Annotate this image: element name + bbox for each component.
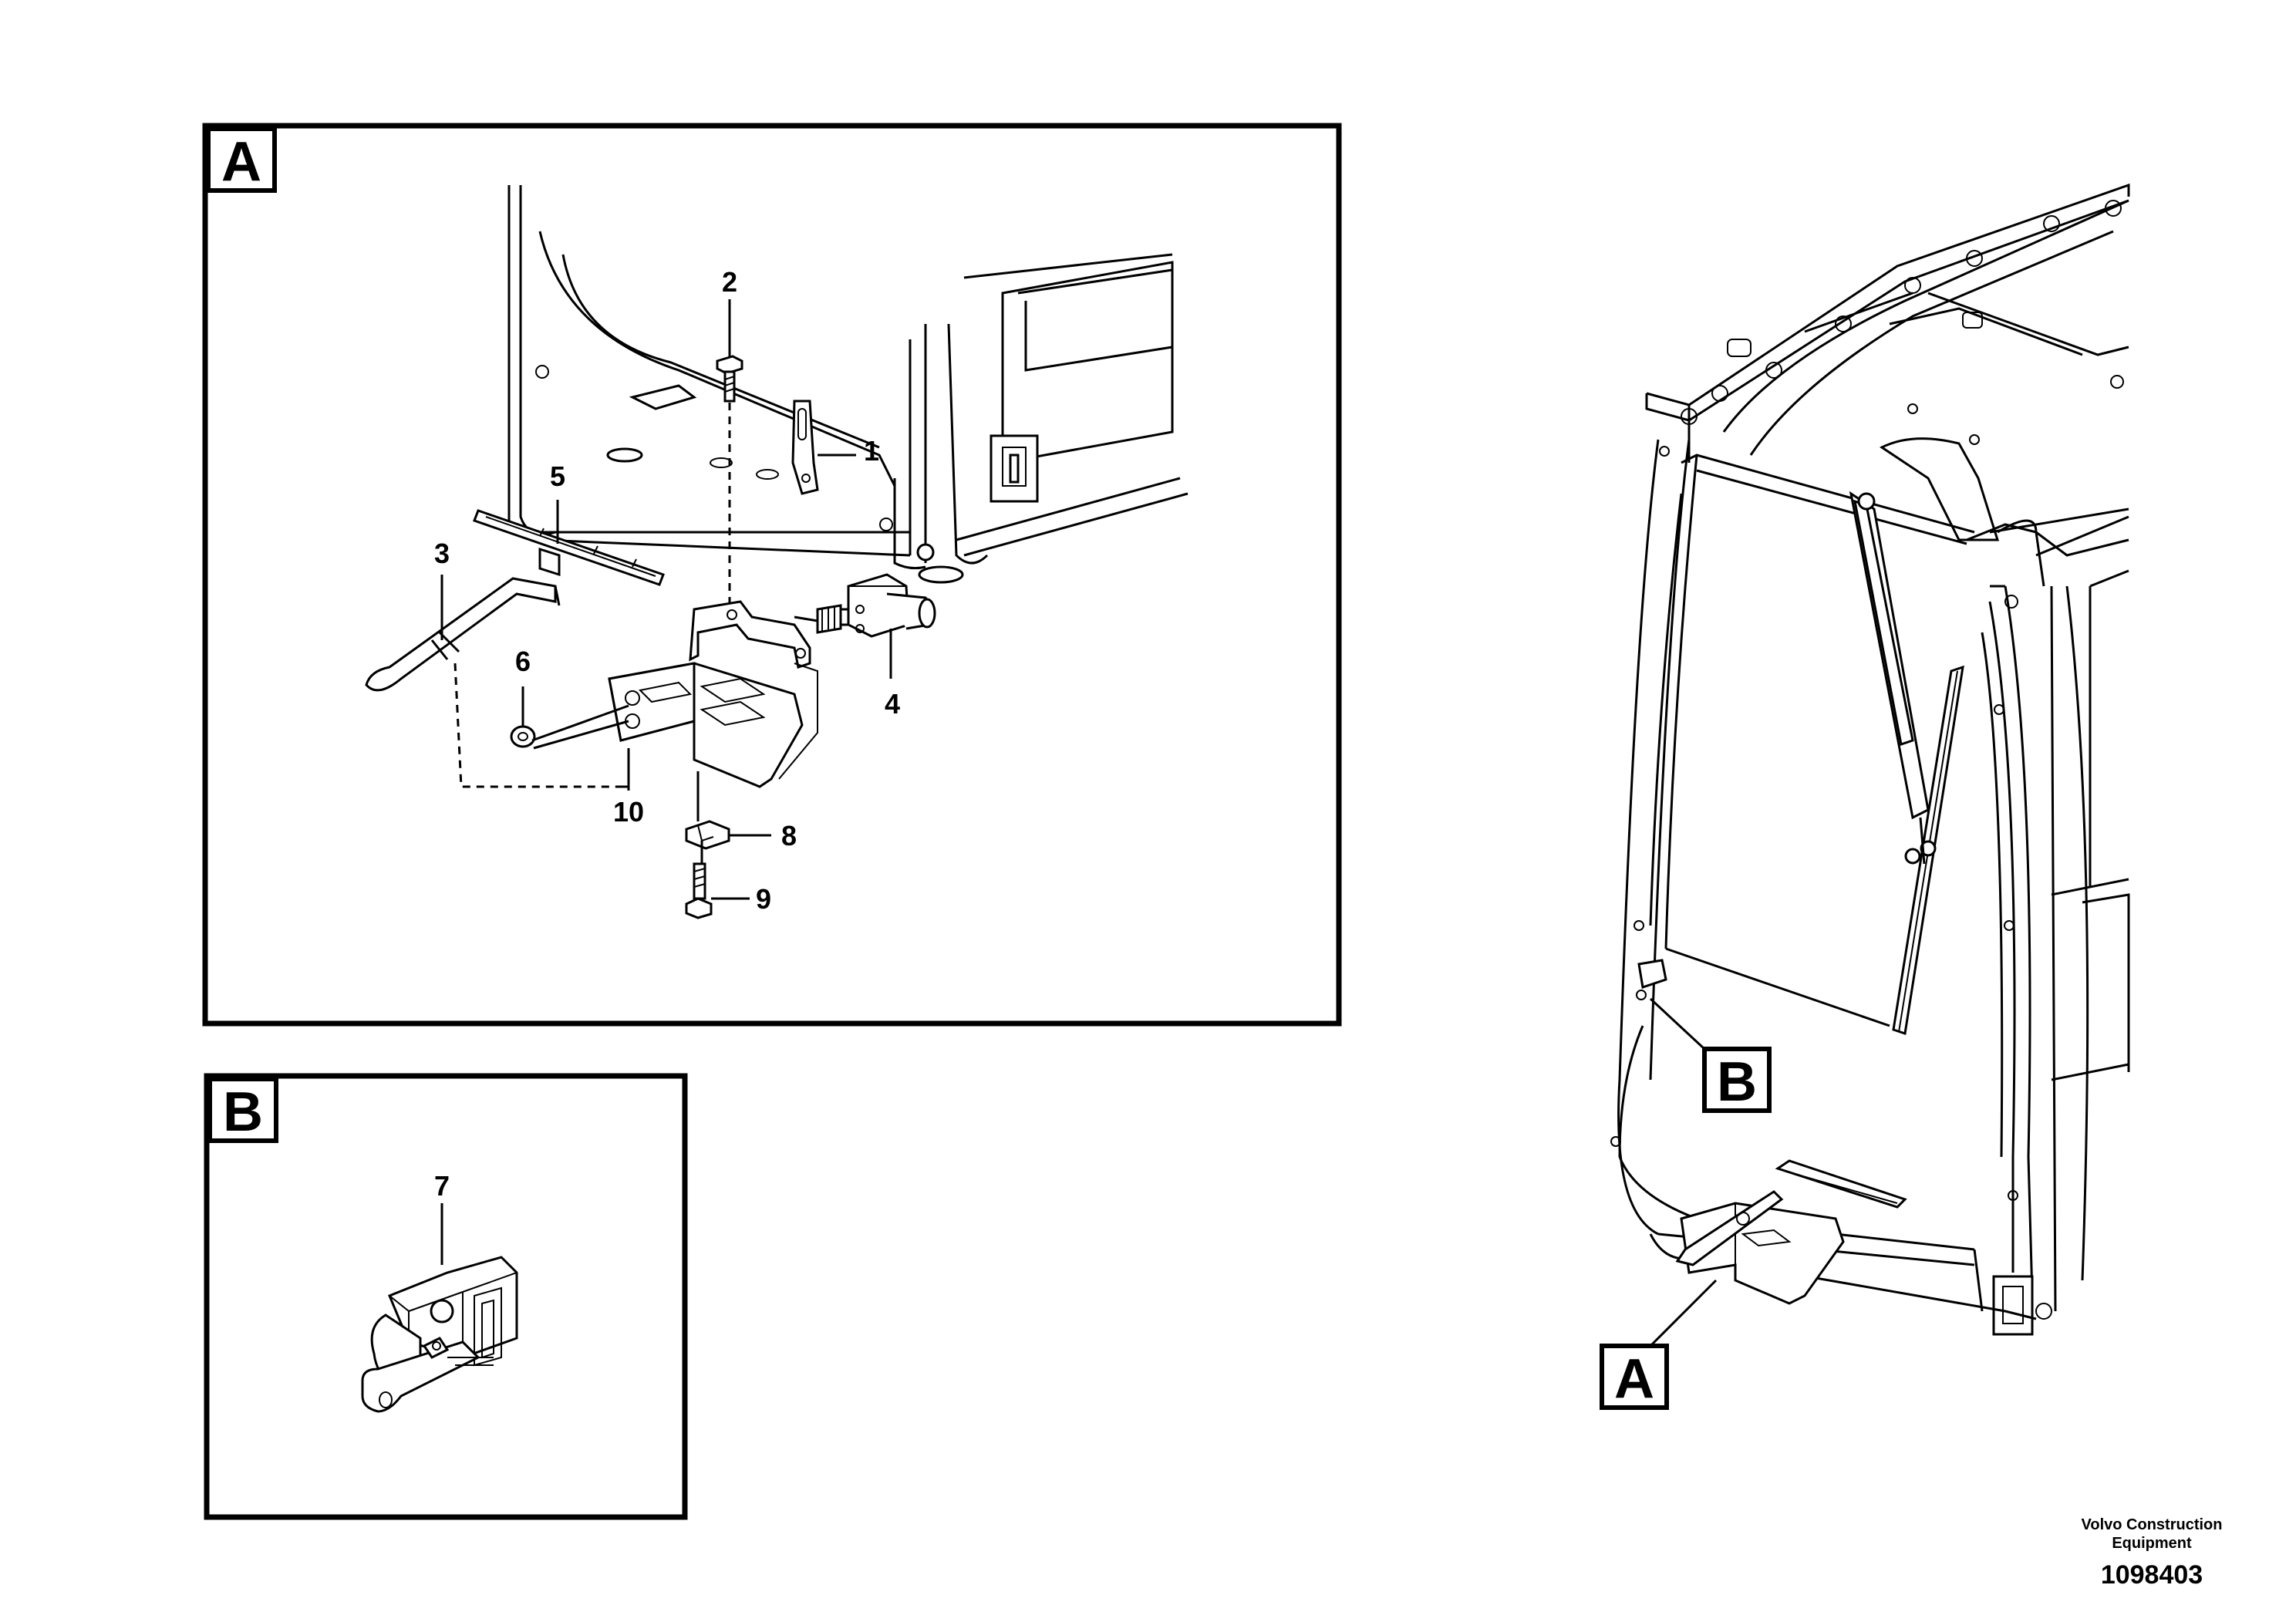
- detail-a-frame: [202, 123, 1342, 1027]
- part-9-screw: [685, 862, 713, 919]
- callout-10: 10: [613, 796, 644, 828]
- part-5-wiper-blade: [473, 509, 665, 586]
- callout-5: 5: [550, 460, 565, 492]
- part-6-spacer: [510, 704, 629, 750]
- part-1-bracket: [791, 400, 819, 495]
- callout-8: 8: [781, 820, 797, 851]
- part-8-clip: [685, 771, 730, 850]
- detail-a-tag-box: [206, 126, 277, 193]
- overview-marker-b: B: [1717, 1051, 1757, 1113]
- cab-overview: [1610, 183, 2130, 1347]
- detail-b-frame: [204, 1073, 688, 1520]
- callout-2: 2: [722, 266, 737, 298]
- overview-marker-a-box: [1600, 1344, 1669, 1410]
- part-7-switch-clip: [361, 1203, 518, 1413]
- detail-b-tag: B: [223, 1081, 263, 1143]
- part-3-wiper-arm: [365, 577, 561, 692]
- callout-1: 1: [864, 435, 879, 467]
- overview-marker-a: A: [1614, 1348, 1654, 1410]
- cab-body-outline: [507, 185, 1188, 584]
- callout-4: 4: [885, 688, 900, 720]
- part-10-mounting-bracket: [608, 600, 818, 788]
- callout-6: 6: [515, 646, 531, 677]
- callout-3: 3: [434, 538, 450, 569]
- detail-a-tag: A: [221, 131, 261, 193]
- part-4-wiper-motor: [794, 573, 936, 638]
- detail-a-leaders: [440, 299, 892, 900]
- detail-a-panel: A: [202, 123, 1342, 1027]
- company-name: Volvo Construction Equipment: [2081, 1516, 2223, 1552]
- part-2-screw: [716, 355, 743, 403]
- detail-b-panel: B 7: [204, 1073, 688, 1520]
- callout-7: 7: [434, 1170, 450, 1202]
- callout-9: 9: [756, 883, 771, 915]
- document-number: 1098403: [2100, 1560, 2203, 1590]
- overview-marker-b-box: [1702, 1047, 1772, 1113]
- footer-block: Volvo Construction Equipment 1098403: [2067, 1516, 2237, 1590]
- detail-b-tag-box: [207, 1077, 278, 1143]
